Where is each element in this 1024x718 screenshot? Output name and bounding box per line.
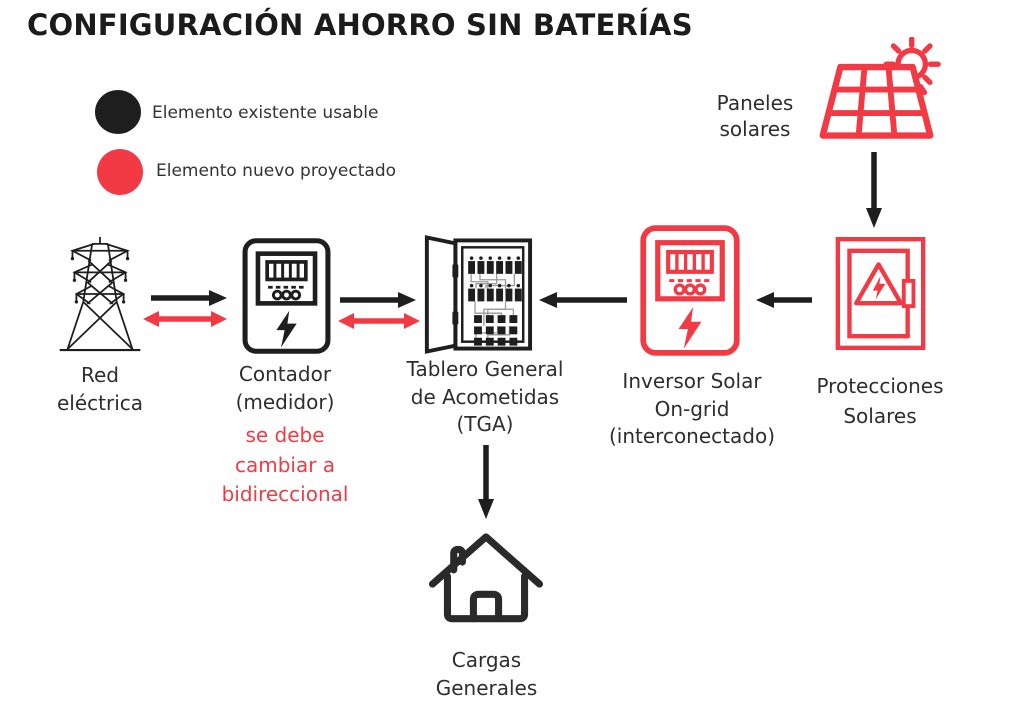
- house-icon: [427, 519, 545, 635]
- protection-cabinet-icon: [832, 234, 929, 353]
- arrow-tga-to-cargas: [477, 443, 495, 521]
- node-label-cargas: Cargas Generales: [435, 648, 538, 700]
- node-label-contador: Contador (medidor): [235, 362, 335, 414]
- arrow-contador-tga-bidirectional-red: [336, 312, 422, 330]
- legend-label-existing: Elemento existente usable: [152, 103, 379, 123]
- arrow-paneles-to-protecciones: [865, 150, 883, 230]
- node-label-tga: Tablero General de Acometidas (TGA): [406, 357, 564, 436]
- node-label-red-electrica: Red eléctrica: [56, 363, 144, 415]
- transmission-tower-icon: [55, 235, 145, 355]
- node-label-inversor: Inversor Solar On-grid (interconectado): [608, 369, 775, 448]
- inverter-meter-icon: [636, 225, 744, 356]
- energy-meter-icon: [238, 238, 335, 354]
- arrow-red-contador-bidirectional-red: [141, 310, 229, 328]
- legend-dot-existing: [95, 90, 141, 134]
- arrow-inversor-to-tga: [537, 291, 629, 309]
- contador-note-bidirectional: se debe cambiar a bidireccional: [221, 423, 349, 506]
- breaker-panel-icon: [419, 234, 535, 355]
- page-title: CONFIGURACIÓN AHORRO SIN BATERÍAS: [27, 8, 693, 42]
- arrow-protecciones-to-inversor: [754, 291, 814, 309]
- node-label-protecciones: Protecciones Solares: [816, 374, 944, 428]
- arrow-red-to-contador-black: [149, 289, 229, 307]
- arrow-contador-to-tga-black: [338, 291, 418, 309]
- legend-dot-projected: [97, 149, 143, 195]
- solar-panel-sun-icon: [811, 37, 943, 151]
- legend-label-projected: Elemento nuevo proyectado: [156, 161, 397, 181]
- node-label-paneles-solares: Paneles solares: [716, 91, 794, 141]
